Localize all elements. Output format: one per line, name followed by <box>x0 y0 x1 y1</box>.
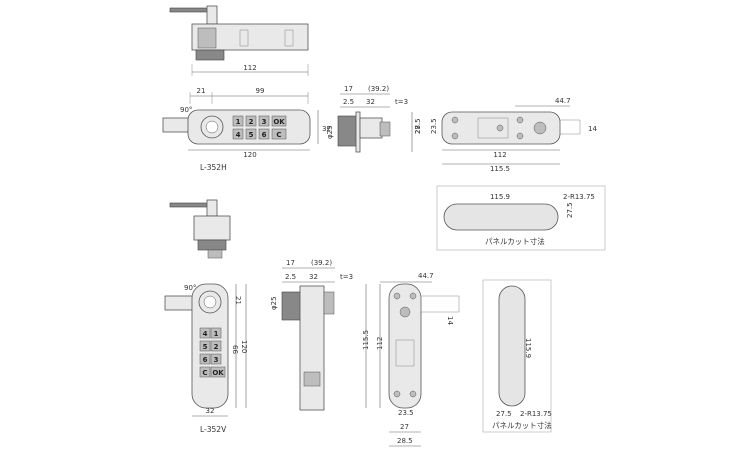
svg-text:φ25: φ25 <box>270 296 278 310</box>
svg-text:23.5: 23.5 <box>398 409 414 417</box>
svg-text:112: 112 <box>493 151 506 159</box>
svg-text:2: 2 <box>214 343 219 351</box>
v-keypad: 4 1 5 2 6 3 C OK <box>199 327 226 378</box>
svg-text:2: 2 <box>249 118 254 126</box>
model-label-v: L-352V <box>200 425 227 434</box>
dim-h-99: 99 <box>256 87 265 95</box>
svg-text:2.5: 2.5 <box>285 273 296 281</box>
svg-text:3: 3 <box>262 118 267 126</box>
v-front-view: 90° 4 1 5 2 6 3 C OK 21 99 120 32 L-352V <box>164 283 248 434</box>
svg-text:32: 32 <box>206 407 215 415</box>
dim-h-21: 21 <box>197 87 206 95</box>
h-side-view: 17 (39.2) 2.5 32 t=3 φ25 28.5 <box>326 85 422 153</box>
svg-text:2-R13.75: 2-R13.75 <box>520 410 552 418</box>
dim-h-32: 32 <box>322 125 331 133</box>
svg-text:t=3: t=3 <box>395 98 408 106</box>
v-panel-cut: 115.9 27.5 2-R13.75 パネルカット寸法 <box>482 279 552 433</box>
v-back-view: 44.7 14 115.5 112 23.5 27 28.5 <box>362 272 460 447</box>
panel-cut-label-h: パネルカット寸法 <box>485 236 545 246</box>
h-back-view: 44.7 14 23.5 27 112 115.5 <box>414 97 597 173</box>
svg-text:115.9: 115.9 <box>490 193 510 201</box>
h-side-spring <box>337 115 359 147</box>
svg-text:28.5: 28.5 <box>397 437 413 445</box>
dim-h-angle: 90° <box>180 106 192 114</box>
svg-text:OK: OK <box>212 369 224 377</box>
spring-block <box>195 49 225 61</box>
v-top-view <box>169 199 231 259</box>
h-keypad: 1 2 3 OK 4 5 6 C <box>232 115 287 140</box>
svg-text:28.5: 28.5 <box>414 118 422 134</box>
svg-text:27.5: 27.5 <box>566 202 574 218</box>
svg-text:(39.2): (39.2) <box>368 85 389 93</box>
svg-text:99: 99 <box>232 345 240 354</box>
svg-text:27: 27 <box>400 423 409 431</box>
svg-text:27.5: 27.5 <box>496 410 512 418</box>
handle-lever <box>169 7 213 13</box>
svg-text:14: 14 <box>588 125 597 133</box>
svg-text:17: 17 <box>344 85 353 93</box>
svg-text:17: 17 <box>286 259 295 267</box>
svg-text:OK: OK <box>273 118 285 126</box>
cam-post <box>206 5 218 25</box>
h-top-view: 112 <box>169 5 309 76</box>
svg-text:3: 3 <box>214 356 219 364</box>
dim-h-120: 120 <box>243 151 256 159</box>
svg-text:44.7: 44.7 <box>418 272 434 280</box>
svg-text:2.5: 2.5 <box>343 98 354 106</box>
h-front-view: 21 99 90° 1 2 3 OK 4 5 6 C 32 120 L-352H <box>162 87 331 172</box>
svg-text:φ25: φ25 <box>326 125 334 139</box>
svg-text:23.5: 23.5 <box>430 118 438 134</box>
svg-text:32: 32 <box>309 273 318 281</box>
svg-text:1: 1 <box>214 330 219 338</box>
model-label-h: L-352H <box>200 163 227 172</box>
svg-text:(39.2): (39.2) <box>311 259 332 267</box>
svg-text:27: 27 <box>414 125 422 134</box>
svg-text:115.9: 115.9 <box>524 338 532 358</box>
svg-text:1: 1 <box>236 118 241 126</box>
svg-text:5: 5 <box>249 131 254 139</box>
svg-text:32: 32 <box>366 98 375 106</box>
svg-text:5: 5 <box>203 343 208 351</box>
svg-text:2-R13.75: 2-R13.75 <box>563 193 595 201</box>
svg-text:14: 14 <box>446 316 454 325</box>
svg-text:115.5: 115.5 <box>490 165 510 173</box>
svg-text:C: C <box>202 369 207 377</box>
svg-text:6: 6 <box>262 131 267 139</box>
h-panel-cut: 115.9 2-R13.75 27.5 パネルカット寸法 <box>436 185 606 251</box>
svg-text:4: 4 <box>203 330 208 338</box>
svg-text:4: 4 <box>236 131 241 139</box>
panel-cut-label-v: パネルカット寸法 <box>492 420 552 430</box>
svg-text:21: 21 <box>234 296 242 305</box>
svg-text:90°: 90° <box>184 284 196 292</box>
svg-text:6: 6 <box>203 356 208 364</box>
svg-text:120: 120 <box>240 340 248 353</box>
v-side-view: 17 (39.2) 2.5 32 t=3 φ25 <box>270 259 353 411</box>
svg-text:t=3: t=3 <box>340 273 353 281</box>
svg-text:C: C <box>276 131 281 139</box>
dim-top-112: 112 <box>243 64 256 72</box>
svg-text:44.7: 44.7 <box>555 97 571 105</box>
